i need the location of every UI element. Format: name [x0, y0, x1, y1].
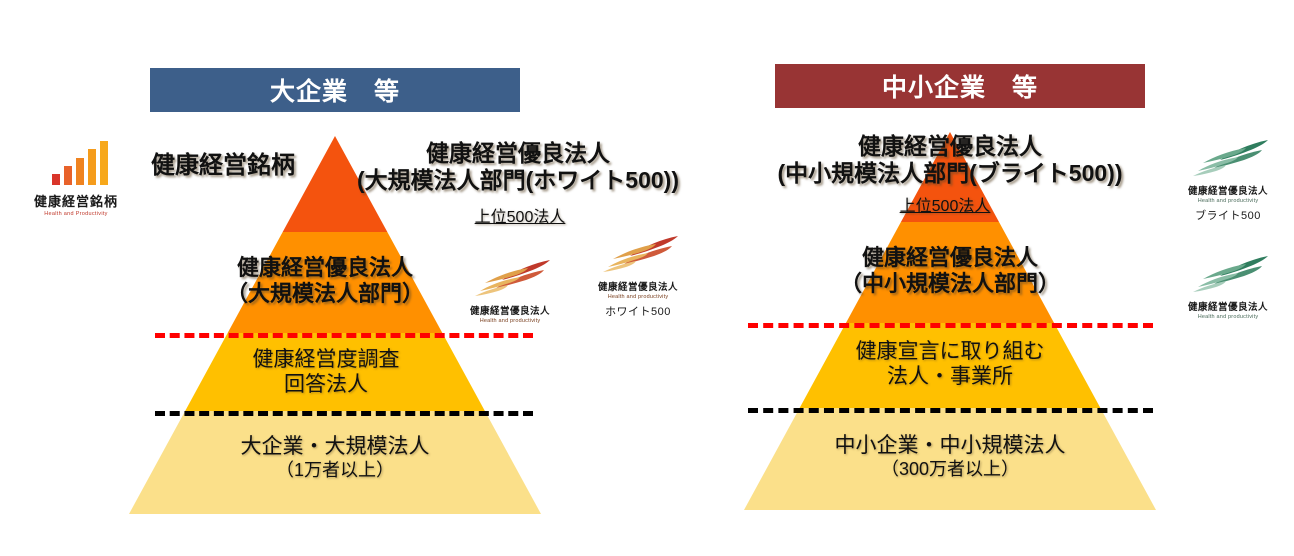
logo-white500-title: 健康経営優良法人: [597, 282, 678, 293]
header-bar-sme: 中小企業 等: [775, 64, 1145, 108]
pyramid-shape-large: [129, 136, 541, 514]
logo-kenko-hojin-sme: 健康経営優良法人 Health and productivity: [1176, 254, 1280, 320]
logo-kenko-sme-subtitle: Health and productivity: [1197, 314, 1259, 320]
label-chusho-bumon-line2: （中小規模法人部門）: [839, 270, 1060, 296]
wing-swoosh-icon: [475, 260, 550, 296]
label-meigara: 健康経営銘柄: [151, 152, 295, 179]
divider-black-large: [155, 411, 533, 416]
label-bright500-line1: 健康経営優良法人: [858, 133, 1042, 159]
label-base-large-line1: 大企業・大規模法人: [240, 435, 430, 458]
label-base-sme-block: 中小企業・中小規模法人 （300万者以上）: [760, 434, 1140, 480]
label-survey-line2: 回答法人: [284, 372, 368, 396]
label-daikibo-line1: 健康経営優良法人: [236, 255, 413, 280]
divider-black-sme: [748, 408, 1153, 413]
logo-meigara: 健康経営銘柄 Health and Productivity: [22, 140, 130, 217]
logo-bright500-title: 健康経営優良法人: [1187, 186, 1268, 197]
logo-kenko-sme-title: 健康経営優良法人: [1187, 302, 1268, 313]
band-base-large: [129, 411, 541, 514]
label-declaration-line1: 健康宣言に取り組む: [855, 340, 1045, 363]
bar-chart-icon: [52, 141, 108, 185]
divider-red-sme: [748, 323, 1153, 328]
logo-kenko-hojin-large: 健康経営優良法人 Health and productivity: [458, 258, 562, 324]
logo-kenko-large-subtitle: Health and productivity: [479, 318, 541, 324]
logo-meigara-subtitle: Health and Productivity: [44, 211, 108, 217]
label-bright500-block: 健康経営優良法人 (中小規模法人部門(ブライト500)): [740, 133, 1160, 187]
label-declaration-block: 健康宣言に取り組む 法人・事業所: [800, 340, 1100, 390]
label-survey-line1: 健康経営度調査: [252, 348, 400, 371]
label-chusho-bumon-line1: 健康経営優良法人: [861, 245, 1038, 270]
pyramid-sme: [744, 132, 1156, 510]
pyramid-large-enterprise: [129, 136, 541, 514]
logo-bright500-subtitle: Health and productivity: [1197, 198, 1259, 204]
label-bright500-line2: (中小規模法人部門(ブライト500)): [777, 160, 1123, 187]
logo-bright500-rank: ブライト500: [1195, 210, 1261, 222]
wing-swoosh-icon: [1193, 140, 1268, 176]
label-daikibo-line2: （大規模法人部門）: [225, 280, 424, 306]
label-top500-sme: 上位500法人: [899, 198, 991, 215]
band-base-sme: [744, 408, 1156, 510]
label-white500-line1: 健康経営優良法人: [426, 140, 610, 166]
label-base-sme-line2: （300万者以上）: [880, 458, 1020, 479]
logo-white500-subtitle: Health and productivity: [607, 294, 669, 300]
divider-red-large: [155, 333, 533, 338]
label-base-large-block: 大企業・大規模法人 （1万者以上）: [155, 435, 515, 481]
logo-meigara-title: 健康経営銘柄: [33, 194, 118, 209]
label-white500-line2: (大規模法人部門(ホワイト500)): [356, 167, 679, 194]
logo-white500: 健康経営優良法人 Health and productivity ホワイト500: [586, 234, 690, 319]
label-base-large-line2: （1万者以上）: [275, 459, 394, 480]
label-base-sme-line1: 中小企業・中小規模法人: [834, 434, 1066, 457]
label-chusho-bumon-block: 健康経営優良法人 （中小規模法人部門）: [795, 245, 1105, 297]
label-survey-block: 健康経営度調査 回答法人: [186, 348, 466, 398]
header-bar-large-enterprise: 大企業 等: [150, 68, 520, 112]
label-top500-large: 上位500法人: [474, 209, 566, 226]
pyramid-shape-sme: [744, 132, 1156, 510]
label-white500-block: 健康経営優良法人 (大規模法人部門(ホワイト500)): [350, 140, 686, 194]
header-label-sme: 中小企業 等: [881, 74, 1038, 102]
logo-kenko-large-title: 健康経営優良法人: [469, 306, 550, 317]
wing-swoosh-icon: [603, 236, 678, 272]
logo-white500-rank: ホワイト500: [605, 306, 671, 318]
label-declaration-line2: 法人・事業所: [887, 364, 1013, 388]
label-daikibo-block: 健康経営優良法人 （大規模法人部門）: [185, 255, 465, 307]
wing-swoosh-icon: [1193, 256, 1268, 292]
logo-bright500: 健康経営優良法人 Health and productivity ブライト500: [1176, 138, 1280, 223]
header-label-large-enterprise: 大企業 等: [269, 78, 400, 106]
